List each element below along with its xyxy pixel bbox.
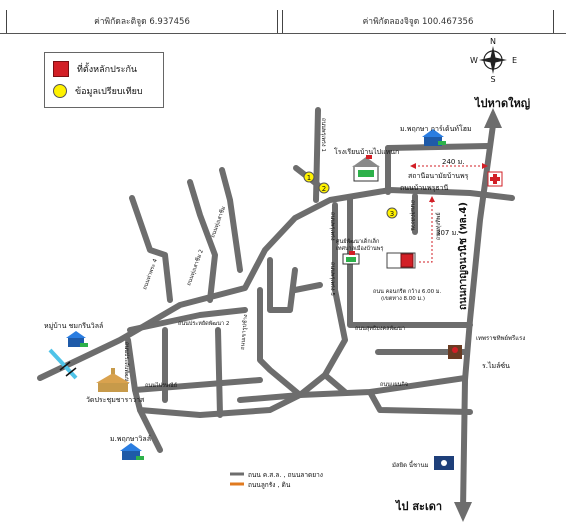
village-south-label: ม.พฤกษาวิลล์ (110, 435, 151, 443)
collateral-site (386, 252, 416, 269)
road-network (37, 107, 515, 513)
road-west-vertical (125, 337, 303, 418)
legend-dirt-label: ถนนลูกรัง , ดิน (248, 481, 291, 489)
road-label-nw-3: ถนนทุ่งเสาชีม (209, 205, 227, 239)
road-mid-1 (267, 257, 298, 313)
distance-307: 307 ม. (436, 229, 458, 237)
village-south-icon (120, 443, 144, 460)
road-width-line2: (เขตทาง 8.00 ม.) (381, 296, 425, 302)
road-label-center-2: ถนนพรุเพรง 5 (329, 262, 335, 296)
seven-eleven-label: ร.ไมล์ซ์น (482, 361, 510, 370)
compass-s: S (490, 75, 495, 84)
road-nw-2 (187, 179, 218, 303)
direction-arrows (454, 108, 502, 522)
to-hatyai-label: ไปหาดใหญ่ (473, 96, 530, 110)
road-label-pattana-2: ถนนประหยัดพัฒนา 2 (178, 320, 229, 327)
distance-lines (414, 165, 484, 263)
road-lower-4 (367, 389, 473, 415)
legend-site-label: ที่ตั้งหลักประกัน (77, 65, 138, 75)
road-label-west-vertical: ถนนประดับพัฒนา (123, 342, 130, 385)
hospital-icon (487, 171, 503, 187)
road-label-mid: ถนนเขารูปช้าง (239, 314, 249, 350)
longitude-text: ค่าพิกัดลองจิจูด 100.467356 (362, 17, 474, 27)
red-square-icon (53, 61, 69, 77)
mosque-icon (434, 456, 454, 470)
legend-concrete-label: ถนน ค.ส.ล. , ถนนลาดยาง (248, 471, 323, 479)
road-center-vertical (297, 202, 348, 398)
longitude-cell: ค่าพิกัดลองจิจูด 100.467356 (282, 10, 554, 34)
road-lower-3 (137, 407, 163, 453)
road-west-vertical-3 (215, 327, 223, 418)
temple-icon (96, 368, 130, 392)
header-divider (0, 33, 566, 34)
marker-3: 3 (390, 210, 394, 218)
road-type-legend: ถนน ค.ส.ล. , ถนนลาดยาง ถนนลูกรัง , ดิน (230, 471, 323, 489)
school-icon (352, 155, 380, 182)
legend-compare-label: ข้อมูลเปรียบเทียบ (75, 87, 143, 97)
temple-label: วัดประชุมชาราวาส (86, 396, 145, 404)
latitude-text: ค่าพิกัดละติจูด 6.937456 (94, 17, 190, 27)
distance-240: 240 ม. (442, 158, 464, 166)
market-label: เทพราชทิพย์พรีแรง (476, 334, 525, 342)
road-label-nw-1: ถนนท่าพระ 4 (142, 258, 159, 291)
road-label-phru-1: ถนนพรุเพรง 1 (320, 118, 326, 152)
compass-n: N (490, 37, 496, 46)
road-nw-1 (129, 195, 173, 303)
kindergarten-label-1: ศูนย์พัฒนาเด็กเล็ก (336, 237, 379, 245)
road-site-spur (347, 195, 473, 328)
marker-2: 2 (322, 185, 326, 193)
road-label-site-inner: ถนนทุ่งทิพย์ (435, 212, 442, 240)
road-mid-4 (127, 307, 248, 333)
kindergarten-label-2: เทศบาลเมืองบ้านพรุ (336, 245, 383, 252)
hospital-label: สถานีอนามัยบ้านพรุ (408, 172, 469, 180)
compass-rose: N S E W (470, 37, 517, 84)
to-sadao-label: ไป สะเดา (394, 499, 442, 513)
symbol-legend: ที่ตั้งหลักประกัน ข้อมูลเปรียบเทียบ (44, 52, 164, 108)
road-mid-3 (257, 287, 303, 398)
road-top-village (385, 143, 491, 151)
compass-e: E (512, 56, 517, 65)
latitude-cell: ค่าพิกัดละติจูด 6.937456 (6, 10, 278, 34)
compass-w: W (470, 56, 478, 65)
village-top-label: ม.พฤกษา การ์เด้นท์โฮม (400, 124, 472, 133)
road-label-lower-2: ถนนแผนกิจ (380, 381, 408, 388)
legend-compare-row: ข้อมูลเปรียบเทียบ (53, 84, 143, 98)
mosque-label: มัสยิด นี้ชานม (392, 459, 429, 469)
highway-label: ถนนกาญจนวนิช (ทล.4) (457, 202, 469, 310)
highway-4 (460, 122, 496, 513)
kindergarten-icon (342, 251, 360, 265)
road-lower-1 (132, 377, 263, 393)
road-label-nw-2: ถนนทุ่งเสาชีม 2 (185, 248, 205, 286)
compare-markers: 1 2 3 (303, 171, 398, 219)
village-west-icon (66, 331, 88, 347)
road-lower-2 (237, 375, 468, 403)
school-label: โรงเรียนบ้านไปแหนก (334, 147, 399, 156)
road-mid-2 (292, 282, 323, 293)
village-west-label: หมู่บ้าน ชมกรีนวิลล์ (44, 322, 103, 330)
site-marker (400, 253, 414, 268)
marker-1: 1 (307, 174, 311, 182)
legend-site-row: ที่ตั้งหลักประกัน (53, 61, 137, 77)
road-nw-3 (219, 167, 243, 273)
road-label-ban-phru: ถนนบ้านพรุธานี (400, 184, 449, 192)
yellow-circle-icon (53, 84, 67, 98)
village-top-icon (422, 129, 446, 146)
road-label-lower-site: ถนนสุทธิมงคลพัฒนา (355, 325, 405, 332)
road-label-lower-1: ถนนไปรษณีย์ (145, 382, 177, 389)
road-width-line1: ถนน คอนกรีต กว้าง 6.00 ม. (373, 288, 442, 295)
road-lower-center (322, 372, 348, 395)
canal-bridge (48, 348, 78, 380)
coordinate-header: ค่าพิกัดละติจูด 6.937456 ค่าพิกัดลองจิจู… (0, 10, 566, 34)
road-label-center: ถนนพรุเพรง (329, 212, 335, 241)
market-icon (448, 345, 462, 359)
road-label-site-spur: ถนนสุดสงวน (409, 200, 416, 231)
main-diagonal-road (37, 187, 515, 381)
